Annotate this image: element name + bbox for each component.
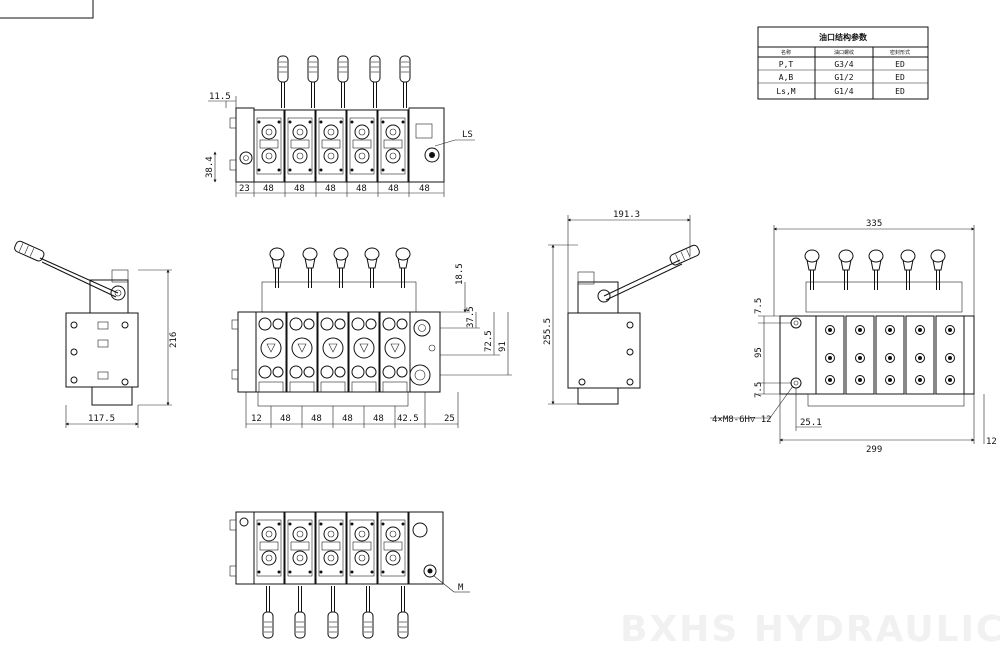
table-title: 油口结构参数: [819, 32, 868, 42]
dim-48: 48: [342, 414, 353, 424]
dim-117.5: 117.5: [88, 414, 115, 424]
table-cell: ED: [895, 87, 905, 96]
table-header-thread: 油口螺纹: [834, 49, 854, 56]
dim-48: 48: [311, 414, 322, 424]
port-label-m: M: [458, 583, 464, 593]
handle: [337, 55, 349, 109]
bottom-view: M: [229, 511, 470, 639]
table-cell: Ls,M: [776, 87, 795, 96]
dim-23: 23: [239, 184, 250, 194]
dim-48: 48: [263, 184, 274, 194]
dim-12: 12: [986, 437, 997, 447]
dim-25: 25: [444, 414, 455, 424]
handle: [327, 585, 339, 639]
top-view: LS 11.5 38.4 23 48 48 48 48 48 48: [205, 55, 475, 197]
dim-7.5: 7.5: [754, 298, 764, 314]
handle: [397, 585, 409, 639]
dim-38.4: 38.4: [205, 156, 215, 178]
rear-view: 335 7.5 95 7.5 4×M8-6H▽ 12 25.1 299 12: [710, 219, 997, 455]
handle: [362, 585, 374, 639]
dim-95: 95: [754, 347, 764, 358]
dim-335: 335: [866, 219, 882, 229]
table-cell: ED: [895, 60, 905, 69]
dim-48: 48: [325, 184, 336, 194]
table-cell: G1/4: [834, 87, 853, 96]
dim-299: 299: [866, 445, 882, 455]
dim-48: 48: [294, 184, 305, 194]
dim-37.5: 37.5: [466, 306, 476, 328]
table-cell: ED: [895, 73, 905, 82]
table-header-name: 名称: [781, 49, 791, 56]
handle: [307, 55, 319, 109]
dim-72.5: 72.5: [484, 330, 494, 352]
handle-knob: [838, 249, 854, 291]
table-header-seal: 密封形式: [890, 49, 910, 56]
dim-11.5: 11.5: [209, 92, 231, 102]
dim-42.5: 42.5: [397, 414, 419, 424]
dim-48: 48: [419, 184, 430, 194]
watermark: BXHS HYDRAULIC: [620, 609, 1000, 650]
handle: [399, 55, 411, 109]
port-label-ls: LS: [462, 130, 473, 140]
handle-knob: [804, 249, 820, 291]
handle: [277, 55, 289, 109]
dim-255.5: 255.5: [543, 318, 553, 345]
right-side-view: 191.3 255.5: [543, 210, 700, 405]
handle: [294, 585, 306, 639]
dim-18.5: 18.5: [455, 263, 465, 285]
handle-knob: [868, 249, 884, 291]
handle: [369, 55, 381, 109]
dim-216: 216: [169, 332, 179, 348]
dim-191.3: 191.3: [613, 210, 640, 220]
table-cell: P,T: [779, 60, 794, 69]
handle: [262, 585, 274, 639]
table-cell: G3/4: [834, 60, 853, 69]
dim-48: 48: [356, 184, 367, 194]
table-cell: A,B: [779, 73, 794, 82]
port-parameter-table: 油口结构参数 名称 油口螺纹 密封形式 P,T G3/4 ED A,B G1/2…: [757, 26, 929, 100]
table-cell: G1/2: [834, 73, 853, 82]
handle-knob: [900, 249, 916, 291]
left-side-view: 216 117.5: [14, 240, 179, 428]
dim-91: 91: [498, 341, 508, 352]
dim-25.1: 25.1: [800, 418, 822, 428]
dim-48: 48: [388, 184, 399, 194]
dim-7.5: 7.5: [754, 382, 764, 398]
handle-knob: [930, 249, 946, 291]
sheet-frame-corner: [0, 0, 94, 19]
dim-48: 48: [373, 414, 384, 424]
mount-hole-spec: 4×M8-6H▽ 12: [712, 415, 772, 425]
dim-12: 12: [251, 414, 262, 424]
dim-48: 48: [280, 414, 291, 424]
front-view: 18.5 37.5 72.5 91 12 48 48 48 48 42.5 25: [231, 247, 512, 428]
